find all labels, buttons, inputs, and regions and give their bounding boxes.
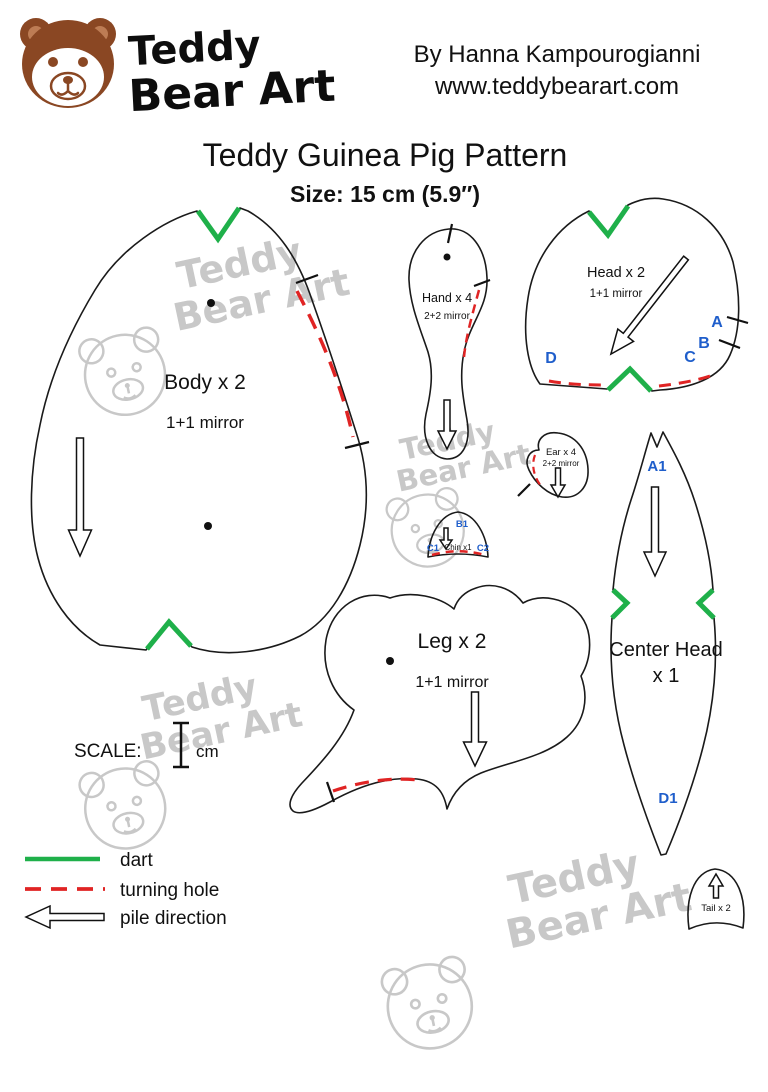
scale-unit-label: cm [196,742,219,761]
dart-marker [587,204,631,240]
head-piece-label: Head x 2 [587,265,645,281]
center-head-count-label: x 1 [653,665,680,687]
watermark-group-3: Teddy Bear Art [76,667,306,858]
turning-hole-marker [548,379,604,387]
turning-hole-marker [462,289,481,358]
joint-dot [443,253,451,261]
marker-b1: B1 [456,519,469,530]
leg-piece-outline [289,584,591,814]
pile-direction-arrow [438,527,454,551]
turning-hole-marker [532,454,542,487]
pile-direction-arrow [609,255,690,356]
leg-piece-mirror-label: 1+1 mirror [415,674,489,691]
ear-piece-mirror-label: 2+2 mirror [543,459,580,468]
marker-d: D [545,350,557,367]
chin-piece-label: Chin x1 [444,543,472,552]
legend-pile-direction-arrow-icon [24,904,105,930]
marker-d1: D1 [658,790,677,807]
turning-hole-marker [332,777,419,793]
turning-hole-marker [658,374,711,388]
teddy-bear-art-logo-icon [20,18,116,108]
hand-piece-mirror-label: 2+2 mirror [424,311,471,322]
bear-face-watermark-icon [76,757,174,858]
joint-dot [386,657,394,665]
ear-piece: Ear x 4 2+2 mirror [517,431,589,499]
scale-label: SCALE: [74,741,142,762]
watermark-group-1: Teddy Bear Art [75,229,353,424]
seam-tick [325,781,336,803]
page-title: Teddy Guinea Pig Pattern [203,137,568,173]
marker-a1: A1 [647,458,666,475]
hand-piece: Hand x 4 2+2 mirror [408,223,491,460]
ear-piece-label: Ear x 4 [546,447,576,458]
seam-tick [718,338,741,350]
center-head-piece-outline [610,431,717,856]
hand-piece-outline [408,228,488,460]
chin-piece: B1 C1 C2 Chin x1 [427,511,489,558]
ear-piece-outline [526,431,589,498]
turning-hole-marker [295,290,355,438]
leg-piece-label: Leg x 2 [418,630,487,653]
center-head-piece: A1 D1 Center Head x 1 [609,431,723,856]
turning-hole-marker [431,550,486,557]
bear-face-watermark-icon [378,953,481,1058]
seam-tick [517,483,531,497]
seam-tick [726,315,749,325]
seam-tick [446,223,454,244]
legend-pile-direction-label: pile direction [120,908,227,929]
joint-dot [207,299,215,307]
dart-marker [610,588,631,620]
body-piece-label: Body x 2 [164,371,246,394]
tail-piece-label: Tail x 2 [701,903,731,914]
head-piece-mirror-label: 1+1 mirror [590,288,643,300]
seam-tick [473,278,491,288]
body-piece-outline [30,207,368,654]
center-head-piece-label: Center Head [609,639,722,661]
tail-piece: Tail x 2 [687,868,745,930]
tail-piece-outline [687,868,745,930]
size-label: Size: 15 cm (5.9″) [290,181,480,207]
marker-a: A [711,314,723,331]
pile-direction-arrow [549,467,567,499]
joint-dot [204,522,212,530]
head-piece-outline [524,197,740,392]
body-piece-mirror-label: 1+1 mirror [166,413,244,432]
seam-tick [344,440,370,450]
dart-marker [606,365,653,393]
logo-word-line1: Teddy [127,22,262,75]
byline: By Hanna Kampourogianni [414,41,701,68]
head-piece: Head x 2 1+1 mirror A B C D [524,197,749,393]
bear-face-watermark-icon [75,324,174,424]
pile-direction-arrow [67,437,93,558]
logo-word-line2: Bear Art [127,61,336,123]
hand-piece-label: Hand x 4 [422,291,472,305]
pile-direction-arrow [462,691,488,768]
marker-c1: C1 [427,543,440,554]
legend-dart-label: dart [120,850,153,871]
dart-marker [195,206,242,244]
marker-b: B [698,335,710,352]
legend: dart turning hole pile direction [24,850,227,930]
marker-c2: C2 [477,543,489,554]
website-url: www.teddybearart.com [434,73,679,100]
scale-indicator: SCALE: cm [74,721,219,769]
header: Teddy Bear Art By Hanna Kampourogianni w… [20,18,700,122]
body-piece: Body x 2 1+1 mirror [30,206,370,654]
pile-direction-arrow [436,399,458,451]
logo-wordmark: Teddy Bear Art [127,22,336,123]
watermark-group-4: Teddy Bear Art [378,841,696,1058]
seam-tick [295,273,319,285]
pile-direction-arrow [707,872,725,899]
dart-marker [695,588,716,620]
marker-c: C [684,349,696,366]
dart-marker [145,618,193,651]
pile-direction-arrow [642,486,668,578]
chin-piece-outline [427,511,489,558]
legend-turning-hole-label: turning hole [120,880,219,901]
leg-piece: Leg x 2 1+1 mirror [289,584,591,814]
